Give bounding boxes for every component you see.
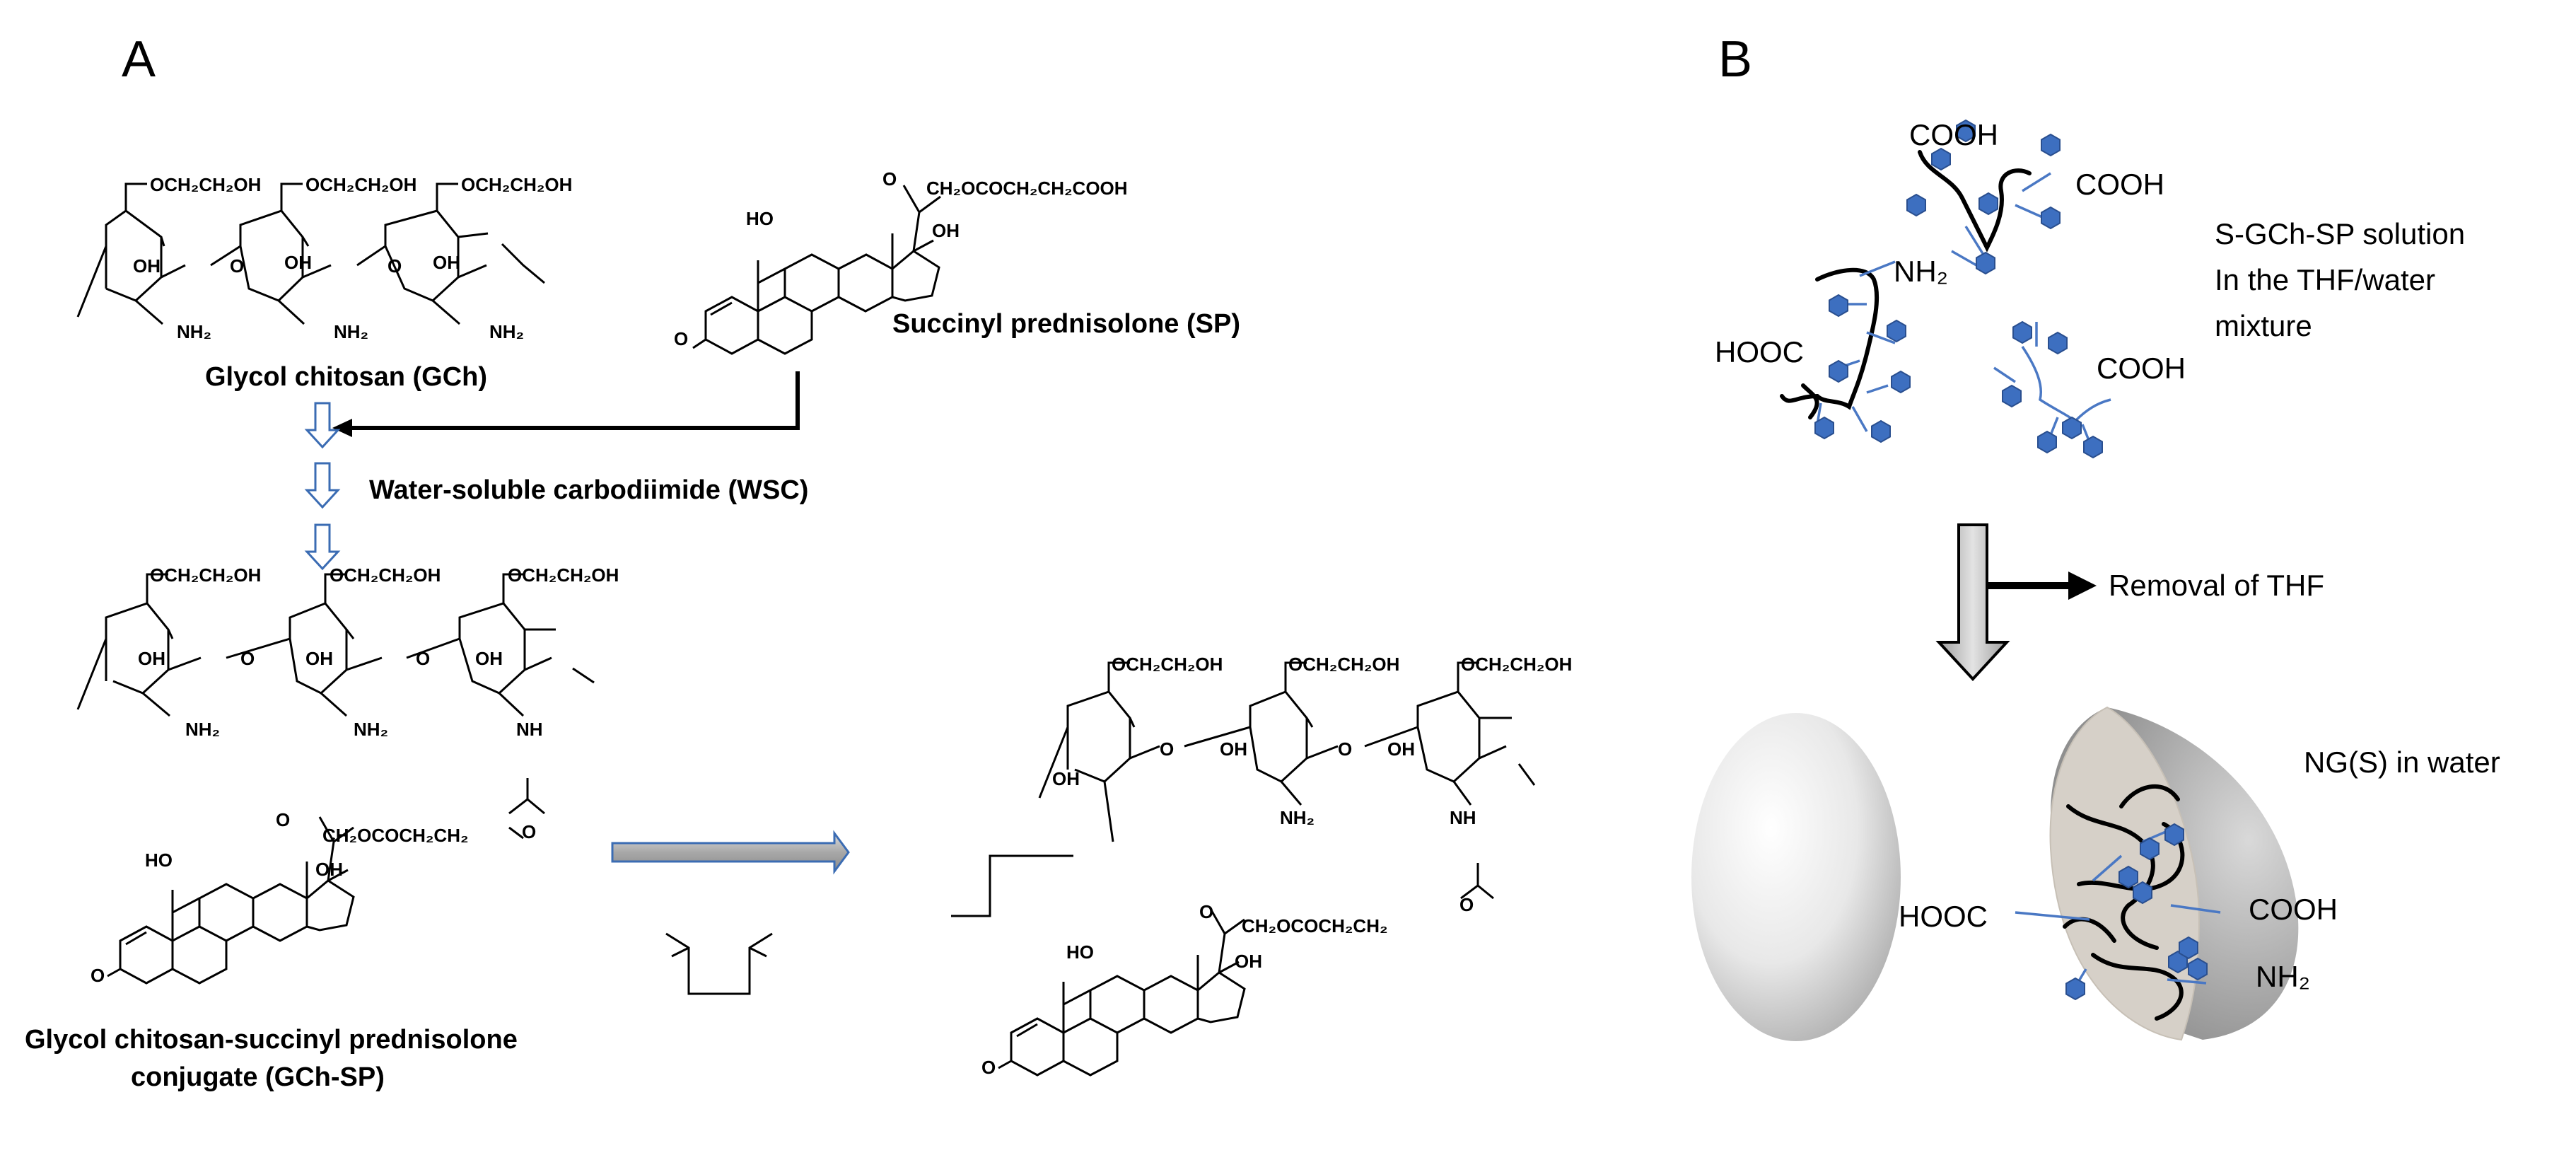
product-ring-o-2: O (1338, 738, 1352, 760)
conj-ho: HO (145, 849, 173, 871)
gch-oh-1: OH (133, 255, 161, 277)
wsc-label: Water-soluble carbodiimide (WSC) (369, 475, 808, 505)
down-arrow-2 (304, 462, 341, 509)
panel-b-label: B (1718, 31, 1752, 88)
gch-side-group-1: OCH₂CH₂OH (150, 174, 261, 195)
sp-ho: HO (746, 208, 774, 229)
gch-nh2-3: NH₂ (489, 321, 524, 342)
conj-ring-o-2: O (416, 648, 430, 669)
product-side-group-1: OCH₂CH₂OH (1112, 654, 1223, 675)
product-keto-o: O (1199, 901, 1213, 922)
conj-nh2-2: NH₂ (354, 719, 388, 740)
sp-keto-o: O (882, 168, 897, 190)
cooh-label-1: COOH (1909, 118, 1998, 151)
conj-oh: OH (315, 859, 343, 880)
sp-ring-keto: O (674, 328, 688, 349)
gch-oh-2: OH (284, 252, 312, 273)
conj-nh: NH (516, 719, 543, 740)
product-oh: OH (1235, 951, 1262, 972)
gch-oh-3: OH (433, 252, 460, 273)
sp-hexagons-solution (1814, 120, 2103, 458)
product-side-group-3: OCH₂CH₂OH (1461, 654, 1572, 675)
conj-oh-3: OH (475, 648, 503, 669)
conj-keto-o: O (276, 809, 290, 830)
hooc-label-1: HOOC (1715, 335, 1804, 369)
gch-ring-o-1: O (230, 255, 244, 277)
solution-label-line1: S-GCh-SP solution (2215, 217, 2465, 250)
gch-structure (76, 182, 545, 325)
conj-side-group-1: OCH₂CH₂OH (150, 564, 261, 586)
hooc-label-nanogel: HOOC (1899, 900, 1988, 933)
down-arrow-3 (304, 523, 341, 571)
conjugate-structure (76, 573, 595, 985)
removal-label: Removal of THF (2109, 569, 2324, 602)
nanogel-sphere-whole (1691, 713, 1901, 1041)
conj-nh2-1: NH₂ (185, 719, 220, 740)
down-arrow-1 (304, 402, 341, 449)
cooh-label-2: COOH (2075, 168, 2164, 201)
conj-oh-2: OH (305, 648, 333, 669)
conj-sidechain: CH₂OCOCH₂CH₂ (322, 825, 469, 846)
product-nh2: NH₂ (1280, 807, 1315, 828)
reagent-fragments (665, 854, 1073, 995)
conj-oh-1: OH (138, 648, 165, 669)
polymer-chains-solution (1780, 150, 2111, 443)
gray-down-arrow (1935, 523, 2010, 681)
product-ring-keto: O (981, 1057, 996, 1078)
ng-label: NG(S) in water (2304, 746, 2500, 779)
sp-label: Succinyl prednisolone (SP) (892, 309, 1240, 339)
nh2-label-1: NH₂ (1894, 255, 1948, 288)
nh2-label-nanogel: NH₂ (2256, 960, 2310, 993)
product-amide-o: O (1459, 894, 1474, 915)
sp-sidechain: CH₂OCOCH₂CH₂COOH (926, 178, 1128, 199)
conj-ring-keto: O (91, 965, 105, 986)
gch-side-group-3: OCH₂CH₂OH (461, 174, 572, 195)
product-structure (998, 661, 1536, 1077)
conj-side-group-3: OCH₂CH₂OH (508, 564, 619, 586)
panel-a-label: A (122, 31, 156, 88)
sp-oh: OH (932, 220, 960, 241)
gch-nh2-1: NH₂ (177, 321, 211, 342)
conj-label-line1: Glycol chitosan-succinyl prednisolone (25, 1025, 518, 1055)
cooh-label-nanogel: COOH (2249, 893, 2338, 926)
product-ring-o-1: O (1160, 738, 1174, 760)
conj-label-line2: conjugate (GCh-SP) (131, 1062, 385, 1092)
product-side-group-2: OCH₂CH₂OH (1288, 654, 1399, 675)
product-oh-1: OH (1052, 768, 1080, 789)
sp-structure (692, 185, 941, 355)
solution-label-line3: mixture (2215, 309, 2312, 342)
solution-label-line2: In the THF/water (2215, 263, 2435, 296)
product-oh-3: OH (1387, 738, 1415, 760)
conj-side-group-2: OCH₂CH₂OH (330, 564, 441, 586)
gch-side-group-2: OCH₂CH₂OH (305, 174, 416, 195)
cooh-label-3: COOH (2097, 352, 2186, 385)
product-oh-2: OH (1220, 738, 1247, 760)
reaction-arrows (304, 371, 800, 571)
gch-label: Glycol chitosan (GCh) (205, 362, 487, 392)
product-nh: NH (1450, 807, 1476, 828)
wide-right-arrow (611, 830, 850, 875)
conj-ring-o-1: O (240, 648, 255, 669)
product-ho: HO (1066, 941, 1094, 963)
product-sidechain: CH₂OCOCH₂CH₂ (1242, 915, 1388, 936)
gch-ring-o-2: O (387, 255, 402, 277)
gch-nh2-2: NH₂ (334, 321, 368, 342)
conj-amide-o: O (522, 821, 536, 842)
